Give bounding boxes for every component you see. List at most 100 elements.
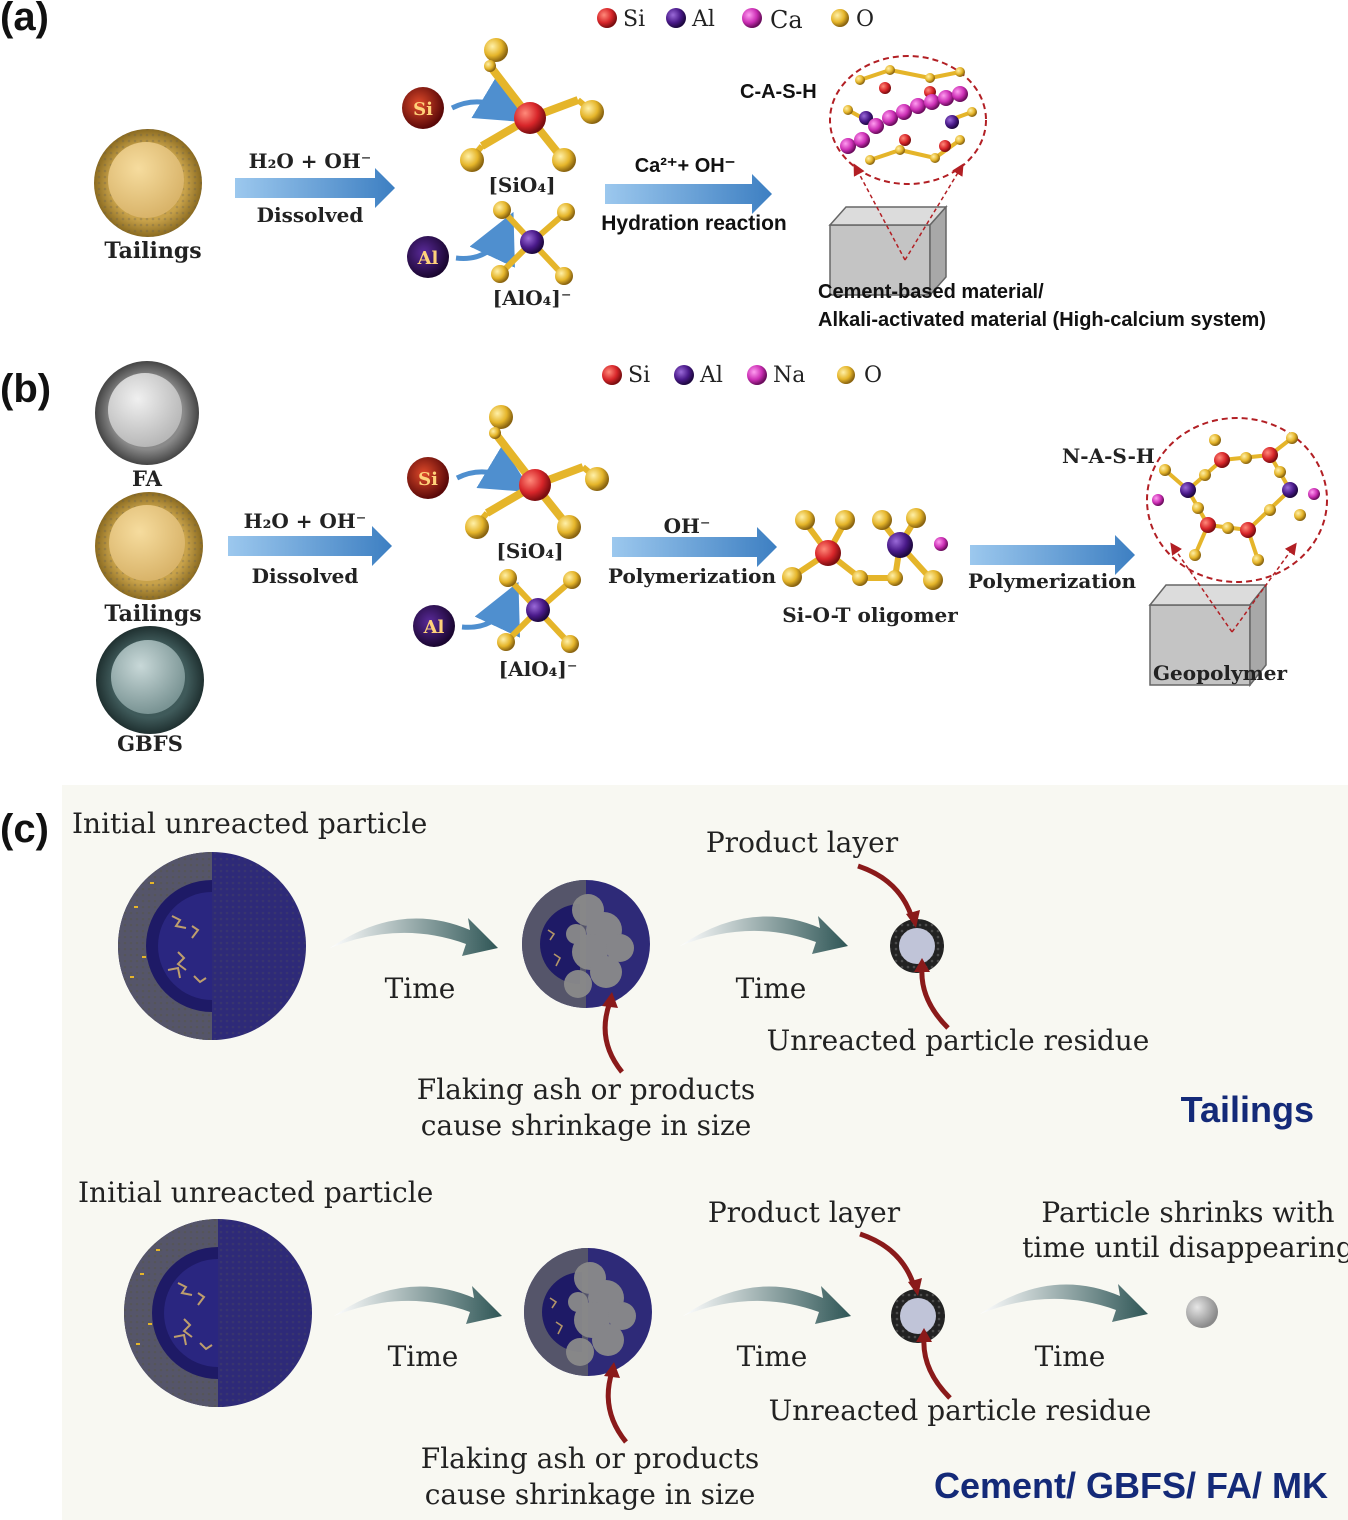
dissolve-arrow-a (235, 168, 395, 208)
row2-time-arrow-2 (683, 1286, 851, 1324)
row2-shrinking-particle (523, 1247, 653, 1377)
legend-a-ca: Ca (770, 6, 803, 34)
al-badge-b (413, 605, 455, 647)
arrow2-bottom-b: Polymerization (608, 564, 777, 588)
panel-c-label: (c) (0, 807, 49, 851)
row1-flaking-line2: cause shrinkage in size (421, 1109, 752, 1142)
row1-product-pointer (857, 863, 915, 919)
row2-time2: Time (737, 1340, 808, 1373)
gbfs-particle-icon (96, 626, 204, 734)
legend-b-al: Al (699, 363, 723, 388)
row1-product-pointer-tip (906, 910, 920, 928)
geopolymer-label: Geopolymer (1153, 661, 1288, 685)
alo4-label-b: [AlO₄]⁻ (499, 657, 578, 681)
al-legend-icon (674, 365, 694, 385)
row1-title: Tailings (1181, 1089, 1314, 1130)
row2-initial-particle (123, 1218, 313, 1408)
row1-residue: Unreacted particle residue (767, 1024, 1150, 1057)
si-badge-b (407, 457, 449, 499)
legend-a-o: O (856, 7, 874, 32)
row2-product-pointer-tip (908, 1278, 922, 1296)
fa-label: FA (132, 466, 163, 491)
na-legend-icon (747, 365, 767, 385)
legend-a-al: Al (691, 7, 715, 32)
material-line2-a: Alkali-activated material (High-calcium … (818, 309, 1266, 331)
panel-a-legend: Si Al Ca O (597, 6, 874, 34)
sio4-label-a: [SiO₄] (488, 173, 555, 197)
si-badge-label-a: Si (413, 99, 433, 120)
row2-time1: Time (388, 1340, 459, 1373)
row1-time-arrow-2 (680, 916, 848, 954)
hydration-arrow-a (605, 174, 772, 214)
row2-residue-pointer-tip (916, 1328, 932, 1342)
row1-product-layer: Product layer (706, 826, 899, 859)
panel-b-label: (b) (0, 367, 51, 411)
row1-residue-pointer (919, 967, 950, 1030)
si-curve-arrow-b (455, 445, 533, 493)
row1-time1: Time (385, 972, 456, 1005)
row2-flaking-pointer (605, 1371, 628, 1444)
arrow1-bottom-b: Dissolved (252, 564, 359, 588)
ca-legend-icon (742, 8, 762, 28)
gbfs-label: GBFS (117, 731, 183, 756)
arrow1-top-b: H₂O + OH⁻ (244, 509, 367, 533)
dissolve-arrow-b (228, 526, 392, 566)
row2-time-arrow-1 (334, 1286, 502, 1324)
row1-initial-label: Initial unreacted particle (72, 807, 427, 840)
tailings-particle-icon-b (95, 492, 203, 600)
row2-residue-particle (891, 1289, 945, 1343)
panel-b-legend: Si Al Na O (602, 363, 882, 388)
fa-particle-icon (95, 361, 199, 465)
row1-flaking-pointer-tip (602, 992, 618, 1008)
material-line1-a: Cement-based material/ (818, 281, 1044, 303)
si-curve-arrow-a (450, 75, 528, 123)
row1-flaking-line1: Flaking ash or products (417, 1073, 755, 1106)
si-o-t-oligomer-molecule (782, 508, 948, 590)
al-badge-a (407, 236, 449, 278)
row1-shrinking-particle (521, 879, 651, 1009)
al-badge-label-b: Al (423, 617, 445, 638)
al-curve-arrow-b (461, 581, 520, 638)
row1-flaking-pointer (602, 1001, 624, 1074)
al-legend-icon (666, 8, 686, 28)
geopolymer-cube (1148, 582, 1268, 688)
polymerization-arrow-2 (970, 535, 1135, 575)
si-legend-icon (597, 8, 617, 28)
row2-time3: Time (1035, 1340, 1106, 1373)
row2-vanishing-particle (1186, 1296, 1218, 1328)
row1-residue-pointer-tip (914, 958, 930, 972)
legend-b-o: O (864, 363, 882, 388)
tailings-particle-icon (94, 129, 202, 237)
cement-cube-a (828, 205, 948, 297)
si-legend-icon (602, 365, 622, 385)
sio4-label-b: [SiO₄] (496, 539, 563, 563)
arrow1-top-a: H₂O + OH⁻ (249, 149, 372, 173)
polymerization-arrow-1 (612, 527, 777, 567)
row1-time-arrow-1 (330, 918, 498, 956)
arrow1-bottom-a: Dissolved (257, 203, 364, 227)
row1-residue-particle (890, 919, 944, 973)
alo4-molecule-a (491, 201, 575, 285)
o-legend-icon (837, 366, 855, 384)
arrow2-bottom-a: Hydration reaction (601, 212, 787, 235)
arrow2-top-b: OH⁻ (664, 514, 711, 538)
row2-flaking-pointer-tip (604, 1362, 620, 1378)
sio4-molecule-a (460, 38, 604, 172)
legend-b-na: Na (773, 363, 805, 388)
alo4-label-a: [AlO₄]⁻ (493, 286, 572, 310)
tailings-label-a: Tailings (104, 238, 201, 264)
row2-initial-label: Initial unreacted particle (78, 1176, 433, 1209)
row2-residue-pointer (921, 1337, 952, 1400)
zoom-lines-b (1170, 542, 1297, 633)
legend-b-si: Si (628, 363, 650, 388)
si-badge-a (402, 87, 444, 129)
row1-time2: Time (736, 972, 807, 1005)
legend-a-si: Si (623, 7, 645, 32)
row2-shrink-line1: Particle shrinks with (1041, 1196, 1334, 1229)
row2-flaking-line1: Flaking ash or products (421, 1442, 759, 1475)
row2-time-arrow-3 (980, 1284, 1148, 1322)
oligomer-label: Si-O-T oligomer (782, 603, 958, 627)
panel-a-label: (a) (0, 0, 49, 39)
row2-residue: Unreacted particle residue (769, 1394, 1152, 1427)
